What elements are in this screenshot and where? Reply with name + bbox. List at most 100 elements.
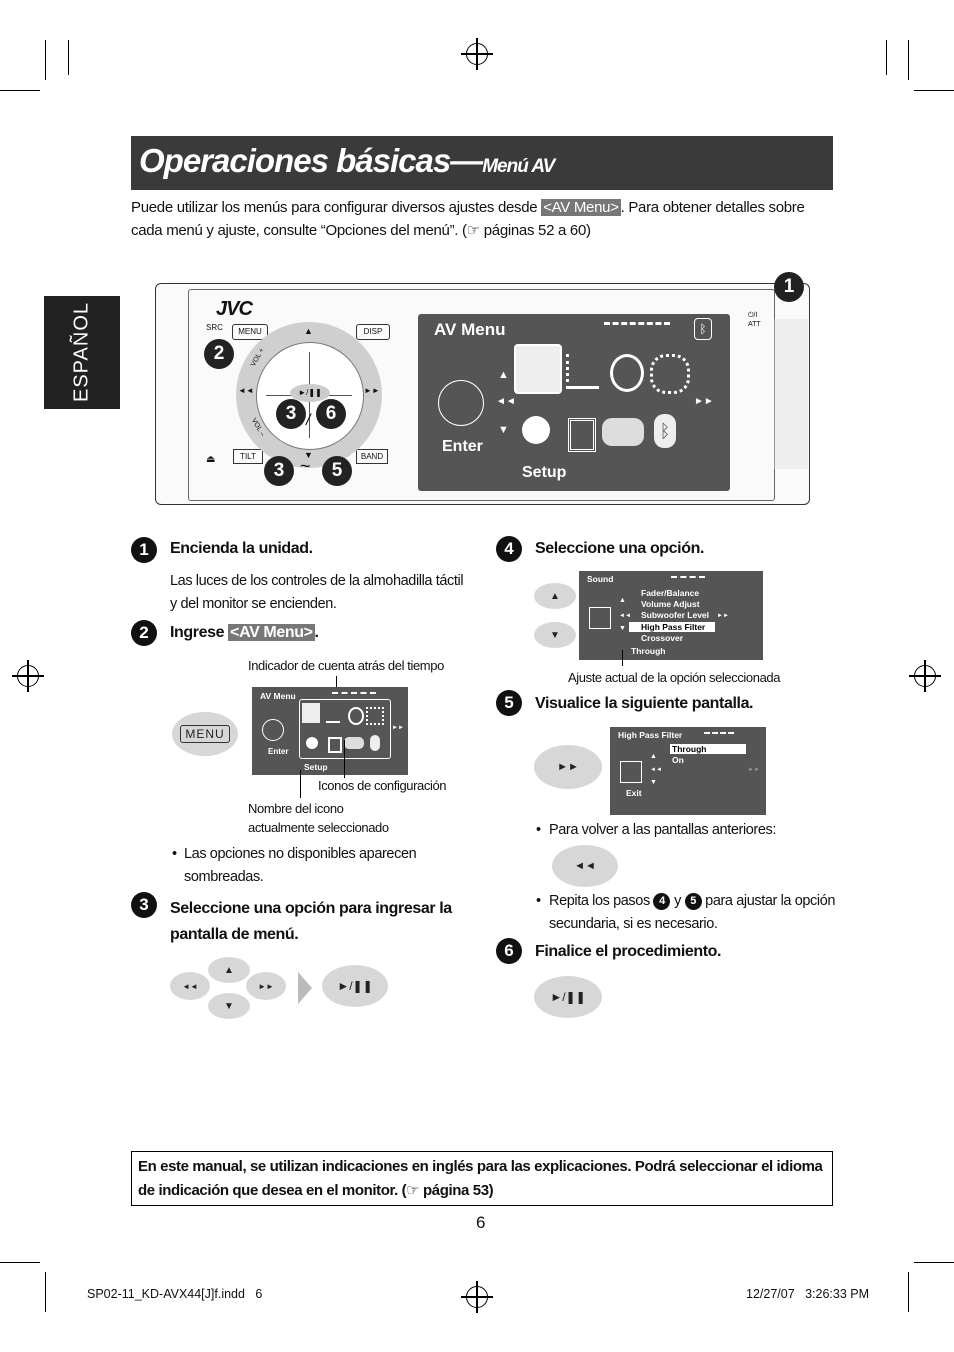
step-ref-4: 4: [653, 893, 671, 910]
countdown-indicator: [604, 322, 670, 328]
hpf-screen-title: High Pass Filter: [618, 730, 683, 740]
menu-item: Volume Adjust: [641, 599, 700, 609]
language-note-box: En este manual, se utilizan indicaciones…: [131, 1151, 833, 1206]
callout-slash: /: [306, 412, 311, 429]
sound-screen-title: Sound: [587, 574, 614, 584]
step-5-bullet-dot: •: [536, 822, 541, 838]
step-5-title: Visualice la siguiente pantalla.: [535, 695, 754, 712]
down-button[interactable]: ▼: [534, 622, 576, 648]
enter-label: Enter: [442, 438, 483, 455]
crop-mark: [886, 40, 887, 75]
step-ref-5: 5: [684, 893, 702, 910]
step-5-number: 5: [496, 690, 522, 716]
list-icon: [568, 418, 596, 452]
crop-mark: [908, 40, 909, 80]
next-icon: ►►: [717, 613, 729, 619]
speaker-icon: [610, 354, 644, 392]
enter-icon: [589, 607, 611, 629]
arrow-right-icon: [298, 972, 312, 1004]
option: On: [672, 755, 684, 765]
language-label: ESPAÑOL: [70, 302, 93, 402]
down-icon[interactable]: ▼: [304, 450, 313, 460]
crop-mark: [68, 40, 69, 75]
callout-5: 5: [322, 456, 352, 486]
next-button[interactable]: ►►: [246, 972, 286, 1000]
crossover-icon: [650, 354, 690, 394]
setup-icons-frame: [299, 699, 391, 759]
current-leader: [622, 650, 623, 666]
step-1-title: Encienda la unidad.: [170, 540, 313, 557]
step-1-number: 1: [131, 537, 157, 563]
list-icon: [328, 737, 342, 753]
up-button[interactable]: ▲: [534, 583, 576, 609]
screen-title: AV Menu: [434, 320, 506, 339]
callout-3: 3: [276, 399, 306, 429]
countdown-bar: [671, 576, 705, 578]
next-icon: ►►: [694, 396, 714, 407]
play-pause-key[interactable]: ►/❚❚: [290, 384, 330, 402]
bullet-2-pre: Repita los pasos: [549, 893, 654, 909]
menu-button-label: MENU: [180, 725, 230, 743]
next-icon[interactable]: ►►: [364, 386, 380, 395]
next-button[interactable]: ►►: [534, 745, 602, 789]
crop-mark: [45, 1272, 46, 1312]
att-label: ATT: [748, 321, 761, 328]
up-icon[interactable]: ▲: [304, 326, 313, 336]
registration-mark: [461, 1281, 493, 1313]
band-key[interactable]: BAND: [356, 449, 388, 464]
page-title: Operaciones básicas—Menú AV: [139, 142, 555, 180]
step-5-bullet-1: Para volver a las pantallas anteriores:: [549, 822, 776, 838]
prev-icon[interactable]: ◄◄: [238, 386, 254, 395]
step-2-av-menu: <AV Menu>: [228, 624, 315, 641]
registration-mark: [12, 660, 44, 692]
page-number: 6: [476, 1213, 486, 1232]
enter-icon: [620, 761, 642, 783]
device-screen: AV Menu ᛒ Enter Setup ▲ ▼ ◄◄ ►► ᛒ: [418, 314, 730, 491]
play-pause-button[interactable]: ►/❚❚: [534, 976, 602, 1018]
next-icon: ►►: [392, 725, 404, 731]
eject-icon[interactable]: ⏏: [206, 454, 216, 465]
bullet-2-y: y: [670, 893, 685, 909]
intro-text-1: Puede utilizar los menús para configurar…: [131, 199, 542, 216]
sound-screen: Sound ▲ ◄◄ ▼ ►► Fader/Balance Volume Adj…: [579, 571, 763, 660]
crop-mark: [914, 1262, 954, 1263]
prev-icon: ◄◄: [619, 613, 631, 619]
enter-label: Enter: [268, 747, 289, 756]
registration-mark: [909, 660, 941, 692]
step-3-title: Seleccione una opción para ingresar la p…: [170, 900, 452, 943]
equalizer-icon: [566, 354, 599, 389]
up-icon: ▲: [650, 753, 657, 760]
step-6-number: 6: [496, 938, 522, 964]
bluetooth-icon: ᛒ: [694, 318, 712, 340]
side-panel: [774, 319, 808, 469]
prev-icon: ◄◄: [496, 396, 516, 407]
play-pause-button[interactable]: ►/❚❚: [322, 965, 388, 1007]
menu-item-selected: High Pass Filter: [629, 622, 715, 632]
menu-key[interactable]: MENU: [232, 324, 268, 340]
callout-2: 2: [204, 339, 234, 369]
icon-name-caption-1: Nombre del icono: [248, 801, 344, 816]
prev-button[interactable]: ◄◄: [552, 845, 618, 887]
speaker-icon: [348, 707, 364, 725]
disp-key[interactable]: DISP: [356, 324, 390, 340]
menu-item: Crossover: [641, 633, 684, 643]
tilt-key[interactable]: TILT: [233, 449, 263, 464]
page-title-bar: Operaciones básicas—Menú AV: [131, 136, 833, 190]
title-sub: Menú AV: [482, 156, 555, 177]
up-button[interactable]: ▲: [208, 957, 250, 983]
src-label: SRC: [206, 323, 223, 332]
step-5-bullet-dot: •: [536, 893, 541, 909]
crop-mark: [0, 1262, 40, 1263]
prev-button[interactable]: ◄◄: [170, 972, 210, 1000]
high-pass-filter-screen: High Pass Filter Through On Exit ▲ ◄◄ ▼ …: [610, 727, 766, 815]
crossover-icon: [366, 707, 384, 725]
down-button[interactable]: ▼: [208, 993, 250, 1019]
intro-paragraph: Puede utilizar los menús para configurar…: [131, 196, 835, 242]
step-1-body: Las luces de los controles de la almohad…: [170, 573, 464, 612]
current-setting: Through: [631, 646, 666, 656]
device-illustration: JVC SRC MENU DISP TILT BAND ⏏ ▲ ▼ ◄◄ ►► …: [155, 272, 810, 505]
registration-mark: [461, 38, 493, 70]
crop-mark: [45, 40, 46, 80]
next-icon: ►►: [748, 767, 760, 773]
menu-button[interactable]: MENU: [172, 712, 238, 756]
